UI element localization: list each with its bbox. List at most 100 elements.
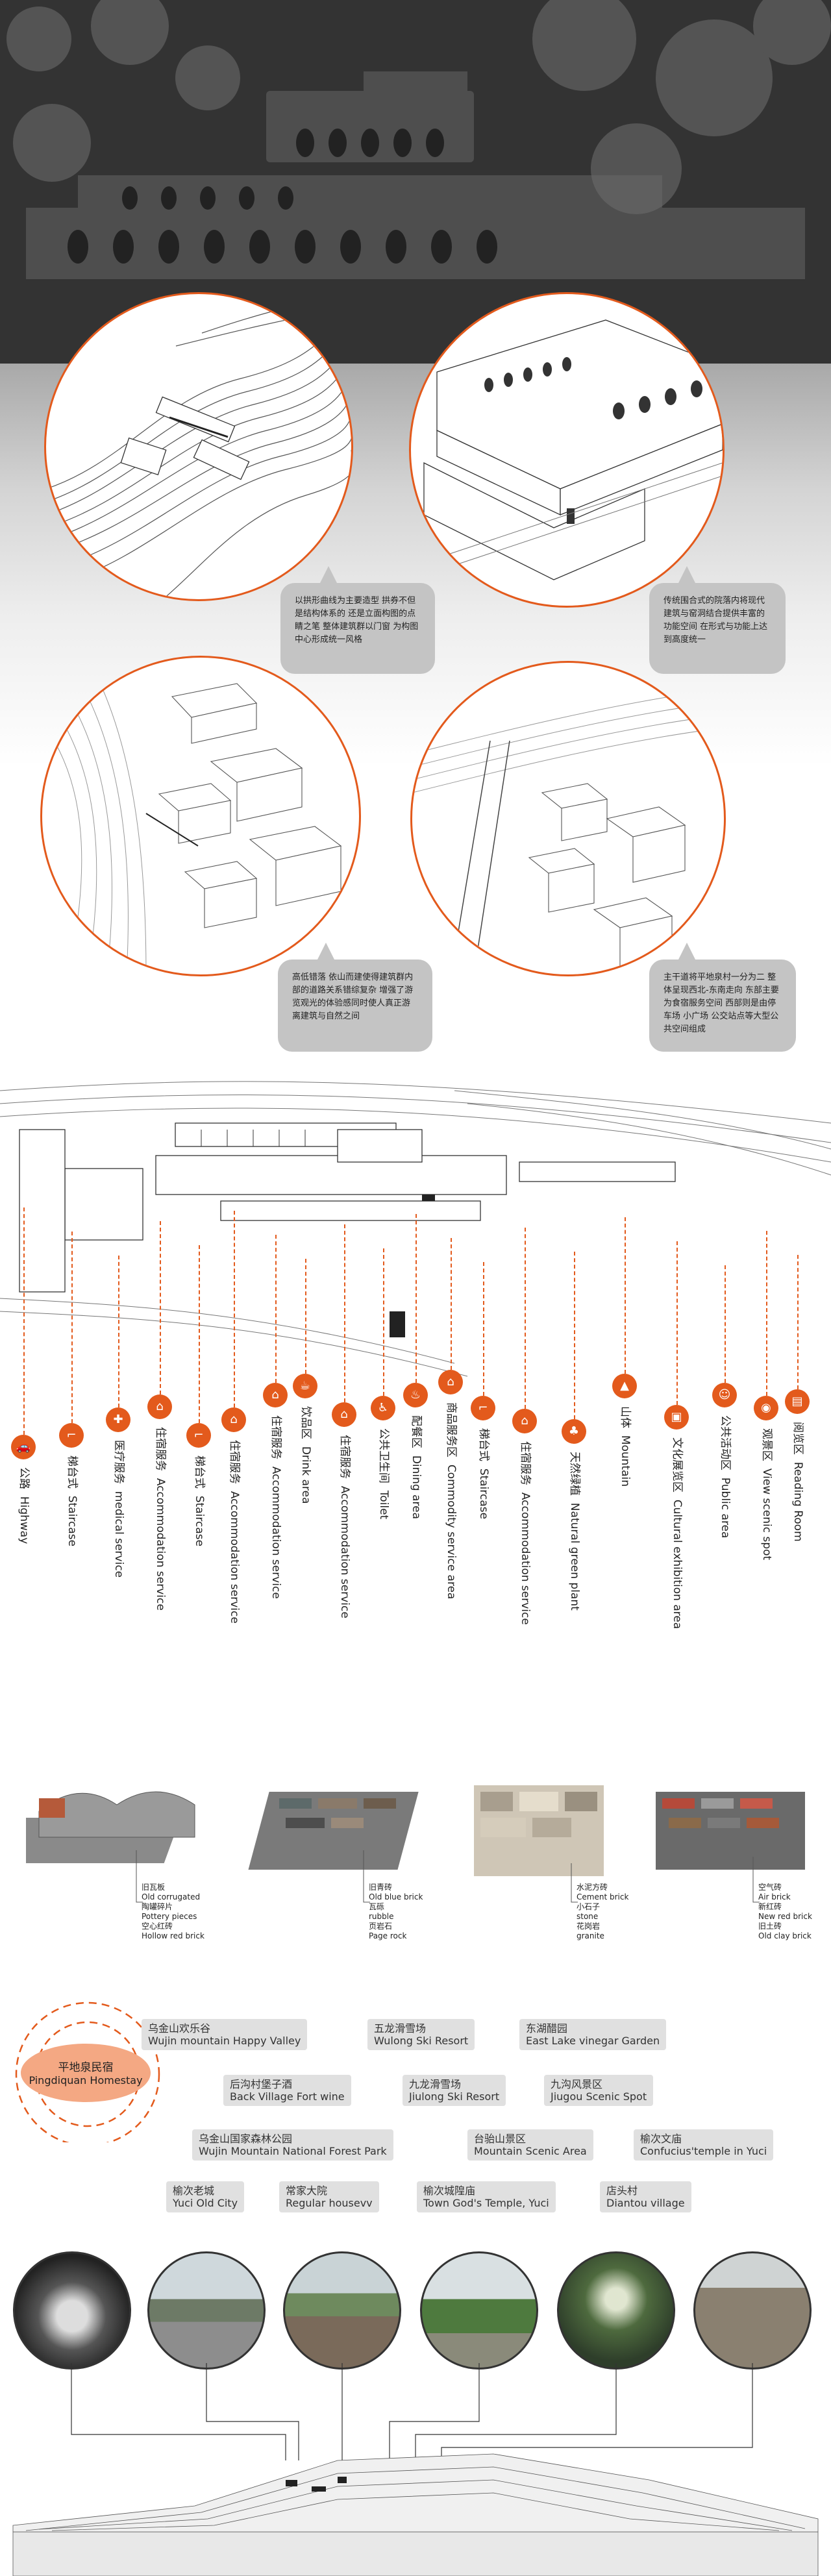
place-tag-0: 乌金山欢乐谷 Wujin mountain Happy Valley (142, 2019, 308, 2050)
place-tag-12: 店头村 Diantou village (600, 2181, 691, 2212)
medical-cross-icon: ✚ (113, 1413, 123, 1426)
legend-label-en: Accommodation service (228, 1491, 241, 1624)
legend-label-19: 阅览区 Reading Room (791, 1422, 805, 1542)
material-0-label-2: 空心红砖 Hollow red brick (142, 1922, 205, 1941)
material-0-label-1: 陶罐碎片 Pottery pieces (142, 1902, 197, 1922)
place-tag-en: Jiulong Ski Resort (409, 2090, 500, 2103)
material-0-label-0: 旧瓦板 Old corrugated (142, 1883, 200, 1902)
place-tag-cn: 榆次城隍庙 (423, 2185, 476, 2197)
material-label-en: stone (577, 1912, 599, 1921)
place-tag-cn: 五龙滑雪场 (374, 2022, 427, 2035)
place-tag-en: Mountain Scenic Area (474, 2145, 587, 2157)
legend-label-cn: 公路 (18, 1467, 31, 1489)
legend-label-en: Public area (719, 1477, 732, 1539)
detail-circle-village-model (410, 661, 726, 976)
material-label-en: Old blue brick (369, 1892, 423, 1901)
terrain-section-model (12, 2363, 819, 2576)
callout-courtyard-text: 传统围合式的院落内将现代建筑与窑洞结合提供丰富的功能空间 在形式与功能上达到高度… (664, 596, 768, 645)
callout-courtyard: 传统围合式的院落内将现代建筑与窑洞结合提供丰富的功能空间 在形式与功能上达到高度… (649, 566, 786, 674)
legend-pin-2: ✚ (106, 1407, 130, 1432)
place-tag-cn: 常家大院 (286, 2185, 328, 2197)
legend-pin-6: ⌂ (263, 1383, 288, 1407)
legend-pin-0: 🚗 (11, 1435, 36, 1459)
place-tag-4: 九龙滑雪场 Jiulong Ski Resort (403, 2075, 506, 2106)
legend-pin-4: ⌐ (186, 1423, 211, 1448)
material-3-label-1: 新红砖 New red brick (758, 1902, 812, 1922)
legend-label-en: Toilet (377, 1490, 390, 1520)
book-icon: ▤ (791, 1394, 803, 1408)
material-sample-4 (656, 1792, 805, 1870)
legend-label-cn: 住宿服务 (338, 1435, 351, 1479)
legend-label-en: Staircase (477, 1468, 490, 1520)
place-tag-11: 榆次城隍庙 Town God's Temple, Yuci (417, 2181, 556, 2212)
material-label-en: granite (577, 1931, 604, 1940)
material-label-cn: 旧土砖 (758, 1922, 782, 1931)
legend-label-en: Reading Room (791, 1461, 804, 1542)
place-tag-9: 榆次老城 Yuci Old City (166, 2181, 245, 2212)
place-tag-en: Jiugou Scenic Spot (551, 2090, 647, 2103)
legend-label-en: Accommodation service (154, 1478, 167, 1611)
house-icon: ⌂ (521, 1414, 528, 1428)
place-tag-1: 五龙滑雪场 Wulong Ski Resort (367, 2019, 475, 2050)
legend-leader-18 (766, 1231, 767, 1396)
legend-pin-12: ⌐ (471, 1396, 495, 1420)
legend-label-cn: 观景区 (760, 1428, 773, 1461)
material-label-cn: 旧瓦板 (142, 1883, 166, 1892)
site-photo-1 (13, 2251, 131, 2370)
legend-pin-9: ♿ (371, 1396, 395, 1420)
place-tag-3: 后沟村堡子酒 Back Village Fort wine (223, 2075, 351, 2106)
person-icon: ☺ (718, 1388, 731, 1402)
place-tag-en: Confucius'temple in Yuci (640, 2145, 767, 2157)
legend-label-13: 住宿服务 Accommodation service (518, 1441, 532, 1625)
callout-terrain: 高低错落 依山而建使得建筑群内部的道路关系错综复杂 增强了游览观光的体验感同时使… (278, 943, 432, 1052)
site-section-drawing (0, 1081, 831, 1377)
legend-label-10: 配餐区 Dining area (409, 1415, 423, 1519)
place-tag-10: 常家大院 Regular housevv (279, 2181, 379, 2212)
dining-icon: ♨ (410, 1388, 421, 1402)
material-label-cn: 瓦砾 (369, 1902, 385, 1911)
house-icon: ⌂ (271, 1388, 279, 1402)
house-icon: ⌂ (340, 1407, 348, 1421)
shop-icon: ⌂ (447, 1375, 454, 1389)
legend-label-en: Commodity service area (445, 1464, 458, 1600)
legend-label-en: Dining area (410, 1455, 423, 1520)
legend-pin-19: ▤ (785, 1389, 810, 1414)
material-2-label-2: 花岗岩 granite (577, 1922, 604, 1941)
legend-label-cn: 天然绿植 (568, 1452, 581, 1496)
legend-pin-10: ♨ (403, 1383, 428, 1407)
eye-icon: ◉ (761, 1401, 771, 1415)
house-icon: ⌂ (230, 1413, 238, 1426)
legend-label-cn: 住宿服务 (154, 1427, 167, 1471)
legend-label-16: 文化展览区 Cultural exhibition area (670, 1437, 684, 1629)
legend-label-cn: 饮品区 (299, 1406, 312, 1439)
legend-label-7: 饮品区 Drink area (299, 1406, 313, 1504)
legend-label-en: Accommodation service (269, 1466, 282, 1599)
legend-leader-7 (305, 1259, 306, 1374)
material-label-en: rubble (369, 1912, 394, 1921)
place-tag-en: Town God's Temple, Yuci (423, 2197, 549, 2209)
place-tag-5: 九沟风景区 Jiugou Scenic Spot (544, 2075, 654, 2106)
place-tag-cn: 后沟村堡子酒 (230, 2078, 293, 2090)
legend-label-en: Drink area (299, 1446, 312, 1504)
place-tag-en: Wujin mountain Happy Valley (148, 2035, 301, 2047)
material-samples (26, 1785, 805, 1903)
place-tag-en: Yuci Old City (173, 2197, 238, 2209)
legend-label-6: 住宿服务 Accommodation service (269, 1415, 283, 1599)
legend-pin-3: ⌂ (147, 1394, 172, 1419)
legend-label-en: Accommodation service (338, 1485, 351, 1618)
place-tag-cn: 九龙滑雪场 (409, 2078, 462, 2090)
material-label-en: Old corrugated (142, 1892, 201, 1901)
place-tag-7: 台骀山景区 Mountain Scenic Area (467, 2129, 593, 2161)
legend-leader-0 (23, 1208, 25, 1435)
legend-pin-5: ⌂ (221, 1407, 246, 1432)
mountain-icon: ▲ (620, 1379, 629, 1393)
legend-label-cn: 配餐区 (410, 1415, 423, 1448)
legend-leader-15 (625, 1217, 626, 1374)
legend-label-cn: 梯台式 (477, 1428, 490, 1461)
legend-leader-17 (725, 1265, 726, 1383)
callout-main-road-text: 主干道将平地泉村一分为二 整体呈现西北-东南走向 东部主要为食宿服务空间 西部则… (664, 972, 779, 1034)
place-tag-en: East Lake vinegar Garden (526, 2035, 660, 2047)
house-icon: ⌂ (156, 1400, 164, 1413)
callout-main-road: 主干道将平地泉村一分为二 整体呈现西北-东南走向 东部主要为食宿服务空间 西部则… (649, 943, 796, 1052)
legend-leader-13 (525, 1228, 526, 1409)
